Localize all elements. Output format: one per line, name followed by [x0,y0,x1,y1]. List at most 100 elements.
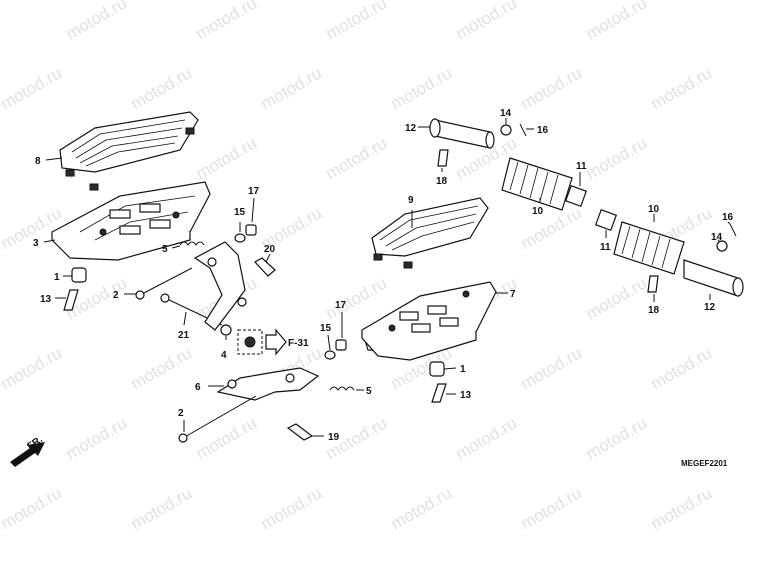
watermark-text: motod.ru [518,343,586,393]
watermark-text: motod.ru [128,343,196,393]
watermark-text: motod.ru [323,0,391,43]
rubber-stud [65,169,75,177]
callout-2b: 2 [178,408,184,419]
lower-grip [613,221,685,275]
callout-15: 15 [234,207,246,218]
callout-1b: 1 [460,364,466,375]
callout-2: 2 [113,290,119,301]
lower-plate [594,208,618,232]
callout-10b: 10 [648,204,660,215]
lower-washer [716,240,728,252]
watermark-text: motod.ru [258,483,326,533]
callout-6: 6 [195,382,201,393]
ref-label: F-31 [288,338,309,349]
callout-19: 19 [328,432,340,443]
watermark-text: motod.ru [648,343,716,393]
callout-13: 13 [40,294,52,305]
callout-16b: 16 [722,212,734,223]
bolt-19 [286,423,314,441]
left-bolt [63,289,79,311]
callouts: 8 3 1 13 2 21 5 15 17 20 4 6 2 19 5 15 1… [33,108,734,443]
watermark-text: motod.ru [583,0,651,43]
callout-1: 1 [54,272,60,283]
callout-17: 17 [248,186,260,197]
watermark-text: motod.ru [0,483,65,533]
callout-10: 10 [532,206,544,217]
rubber-stud [185,127,195,135]
left-spring [179,241,205,246]
callout-17b: 17 [335,300,347,311]
bolt-20 [254,257,276,277]
callout-12: 12 [405,123,417,134]
upper-grip [501,157,573,211]
callout-14: 14 [500,108,512,119]
lower-pin [683,259,744,297]
watermark-text: motod.ru [648,483,716,533]
lower-rod [178,395,257,443]
callout-5: 5 [162,244,168,255]
watermark-text: motod.ru [583,413,651,463]
rubber-stud [89,183,99,191]
watermark-text: motod.ru [193,413,261,463]
watermark-text: motod.ru [388,483,456,533]
callout-11: 11 [576,161,587,172]
left-footboard [51,181,211,261]
lower-spring [329,386,355,391]
lower-clip [729,223,737,237]
watermark-text: motod.ru [128,483,196,533]
leader-lines [43,118,731,437]
callout-5b: 5 [366,386,372,397]
callout-12b: 12 [704,302,716,313]
watermark-text: motod.ru [518,483,586,533]
upper-pin [429,118,495,149]
watermark-text: motod.ru [258,63,326,113]
callout-3: 3 [33,238,39,249]
left-collar [71,267,87,283]
callout-18b: 18 [648,305,660,316]
left-footboard-rubber [59,111,199,191]
watermark-text: motod.ru [0,343,65,393]
left-washer [234,233,246,243]
watermark-text: motod.ru [128,63,196,113]
left-rod [135,267,193,300]
watermark-text: motod.ru [323,133,391,183]
watermark-text: motod.ru [453,413,521,463]
callout-14b: 14 [711,232,723,243]
left-nut [245,224,257,236]
callout-9: 9 [408,195,414,206]
watermark-text: motod.ru [193,133,261,183]
watermark-text: motod.ru [323,273,391,323]
lower-bracket [216,367,320,401]
front-arrow [10,442,45,467]
upper-clip [519,123,527,137]
watermark-text: motod.ru [388,63,456,113]
watermark-text: motod.ru [453,0,521,43]
callout-21: 21 [178,330,190,341]
callout-18: 18 [436,176,448,187]
watermark-text: motod.ru [193,0,261,43]
callout-13b: 13 [460,390,472,401]
watermark-text: motod.ru [0,63,65,113]
center-collar [429,361,445,377]
center-washer [324,350,336,360]
watermark-layer: motod.ru motod.ru motod.ru motod.ru motod.ru… [0,0,715,533]
watermark-text: motod.ru [63,413,131,463]
center-footboard [361,281,497,361]
callout-15b: 15 [320,323,332,334]
callout-11b: 11 [600,242,611,253]
watermark-text: motod.ru [648,63,716,113]
watermark-text: motod.ru [63,0,131,43]
lower-bolt [647,275,659,293]
center-bolt [431,383,447,403]
watermark-text: motod.ru [583,273,651,323]
diagram-code: MEGEF2201 [681,459,728,468]
upper-bolt [437,149,449,167]
callout-20: 20 [264,244,276,255]
left-bracket [193,241,247,336]
callout-16: 16 [537,125,549,136]
watermark-text: motod.ru [518,203,586,253]
watermark-text: motod.ru [518,63,586,113]
center-nut [335,339,347,351]
callout-4: 4 [221,350,227,361]
